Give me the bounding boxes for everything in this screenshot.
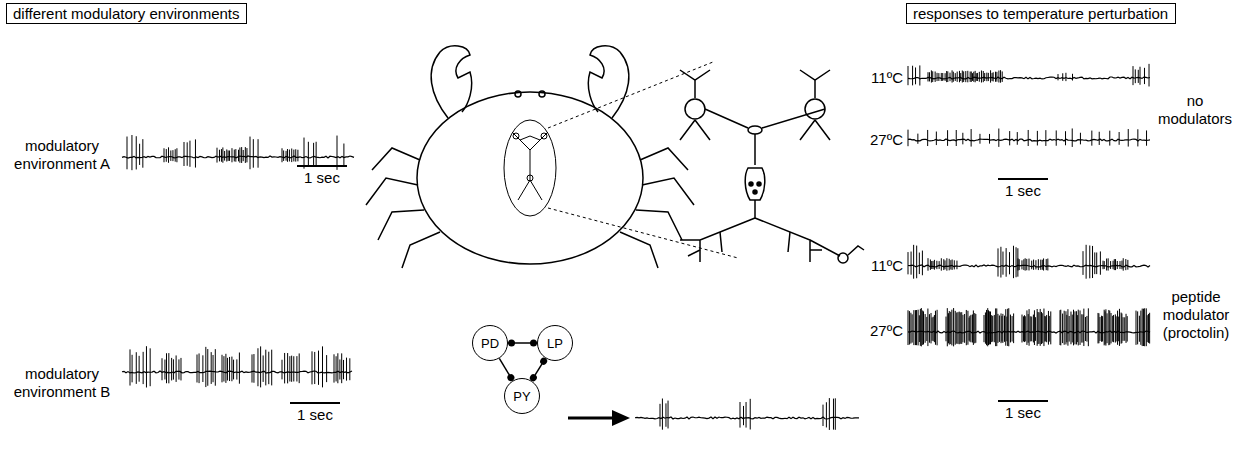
condition-label: no modulators — [1155, 92, 1235, 128]
scale-label: 1 sec — [297, 169, 347, 187]
synapse-connector — [532, 358, 546, 380]
heading-text: responses to temperature perturbation — [913, 5, 1169, 22]
trace — [908, 308, 1150, 346]
temperature-label: 11ºC — [845, 257, 903, 275]
scale-label: 1 sec — [290, 406, 340, 424]
temperature-label: 11ºC — [845, 69, 903, 87]
crab-drawing — [366, 46, 694, 268]
heading-text: different modulatory environments — [13, 5, 240, 22]
trace — [908, 245, 1150, 279]
neuron-circle: PD — [472, 325, 508, 361]
neuron-name: PY — [513, 389, 530, 404]
scale-bar — [290, 166, 1048, 403]
panel-heading: different modulatory environments — [6, 3, 247, 24]
synapse-connector — [508, 342, 537, 344]
neuron-name: LP — [547, 336, 563, 351]
trace-label: modulatory environment A — [6, 137, 118, 173]
output-arrow — [568, 410, 630, 426]
temperature-label: 27ºC — [845, 322, 903, 340]
trace — [908, 128, 1150, 146]
trace-label: modulatory environment B — [6, 365, 118, 401]
stns-drawing — [680, 70, 864, 263]
trace — [122, 346, 352, 387]
trace — [122, 135, 354, 170]
spike-traces — [122, 64, 1150, 430]
trace — [635, 398, 859, 430]
condition-label: peptide modulator (proctolin) — [1155, 288, 1237, 342]
stns-inset — [504, 120, 556, 216]
neuron-circle: PY — [504, 378, 540, 414]
neuron-circle: LP — [537, 325, 573, 361]
panel-heading: responses to temperature perturbation — [906, 3, 1176, 24]
scale-label: 1 sec — [998, 404, 1048, 422]
temperature-label: 27ºC — [845, 131, 903, 149]
scale-label: 1 sec — [998, 182, 1048, 200]
neuron-name: PD — [481, 336, 499, 351]
trace — [908, 64, 1150, 87]
synapse-connector — [499, 358, 512, 380]
zoom-lines — [548, 62, 738, 258]
